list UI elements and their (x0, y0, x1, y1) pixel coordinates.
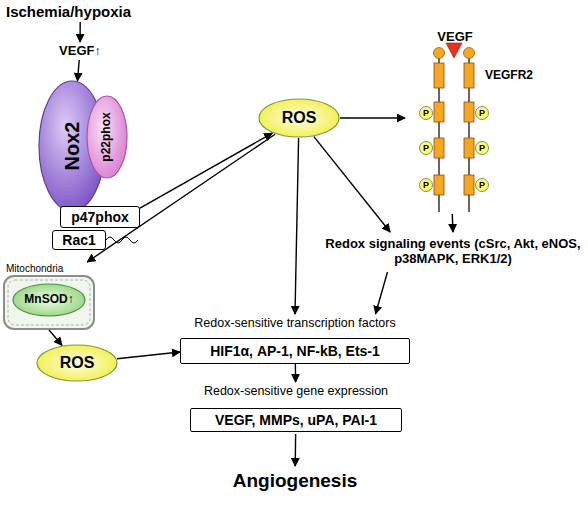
node-label: p47phox (61, 207, 139, 227)
receptor-domain (434, 138, 444, 158)
phospho-circle (420, 107, 433, 120)
receptor-domain (464, 138, 474, 158)
receptor-ball (434, 48, 445, 59)
phospho-label: P (420, 107, 432, 119)
node-label: p22phox (65, 116, 149, 158)
arrow-connector (452, 214, 454, 232)
growth-factor-text: VEGF↑ (50, 42, 110, 60)
receptor-domain (464, 175, 474, 195)
phospho-circle (476, 107, 489, 120)
node-label: HIF1α, AP-1, NF-kB, Ets-1 (180, 338, 410, 364)
ellipse-outline (259, 99, 339, 137)
arrow-connector (77, 60, 79, 81)
arrow-connector (376, 272, 388, 314)
receptor-domain (464, 63, 474, 88)
node-label: VEGF (430, 29, 480, 45)
node-label: Rac1 (53, 231, 105, 249)
subunit-box: Rac1 (52, 230, 106, 250)
node-label: VEGF, MMPs, uPA, PAI-1 (190, 408, 402, 432)
process-text: Redox signaling events (cSrc, Akt, eNOS,… (322, 232, 584, 272)
arrow-connector (340, 117, 405, 118)
ros-ellipse: ROS (258, 98, 340, 138)
phospho-label: P (420, 142, 432, 154)
mitochondria-outline (4, 276, 94, 329)
factor-group: Redox-sensitive transcription factorsHIF… (180, 314, 410, 364)
ligand-triangle (446, 43, 462, 58)
phospho-label: P (476, 179, 488, 191)
receptor-domain (434, 63, 444, 88)
node-label: ROS (36, 344, 118, 382)
node-label: Angiogenesis (200, 466, 390, 496)
receptor-drawing (420, 43, 489, 212)
stimulus-text: Ischemia/hypoxia (6, 2, 171, 22)
arrow-connector (140, 133, 272, 208)
cristae-line (8, 280, 90, 325)
receptor-ball (464, 48, 475, 59)
node-label: Redox signaling events (cSrc, Akt, eNOS,… (322, 232, 584, 272)
ellipse-outline (13, 284, 85, 316)
phospho-label: P (420, 179, 432, 191)
subunit-box: p47phox (60, 206, 140, 228)
arrow-connector (295, 138, 299, 314)
node-label: ROS (258, 98, 340, 138)
organelle-box: MitochondriaMnSOD↑ (3, 262, 95, 330)
node-label: VEGFR2 (478, 68, 540, 84)
ellipse-outline (37, 345, 117, 381)
phospho-circle (420, 142, 433, 155)
squiggle-line (106, 237, 138, 243)
node-label: Mitochondria (6, 262, 94, 276)
node-label: MnSOD↑ (12, 283, 86, 317)
arrow-connector (117, 352, 180, 359)
gene-group: Redox-sensitive gene expressionVEGF, MMP… (190, 382, 402, 434)
receptor-domain (434, 175, 444, 195)
arrow-connector (295, 434, 297, 466)
phospho-label: P (476, 142, 488, 154)
subunit-ellipse: p22phox (86, 95, 128, 179)
node-label: VEGF↑ (50, 42, 110, 60)
node-label: Redox-sensitive transcription factors (170, 314, 420, 332)
node-label: Redox-sensitive gene expression (180, 382, 412, 400)
arrow-connector (49, 330, 62, 345)
outcome-text: Angiogenesis (200, 466, 390, 496)
arrow-connector (87, 134, 275, 262)
enzyme-ellipse: MnSOD↑ (12, 283, 86, 317)
phospho-circle (476, 179, 489, 192)
ros-ellipse: ROS (36, 344, 118, 382)
receptor-domain (464, 102, 474, 122)
phospho-circle (476, 142, 489, 155)
arrow-connector (295, 364, 297, 382)
phospho-circle (420, 179, 433, 192)
arrow-connector (79, 22, 81, 42)
receptor-domain (434, 102, 444, 122)
phospho-label: P (476, 107, 488, 119)
node-label: Ischemia/hypoxia (6, 2, 171, 22)
arrow-connector (314, 137, 390, 232)
